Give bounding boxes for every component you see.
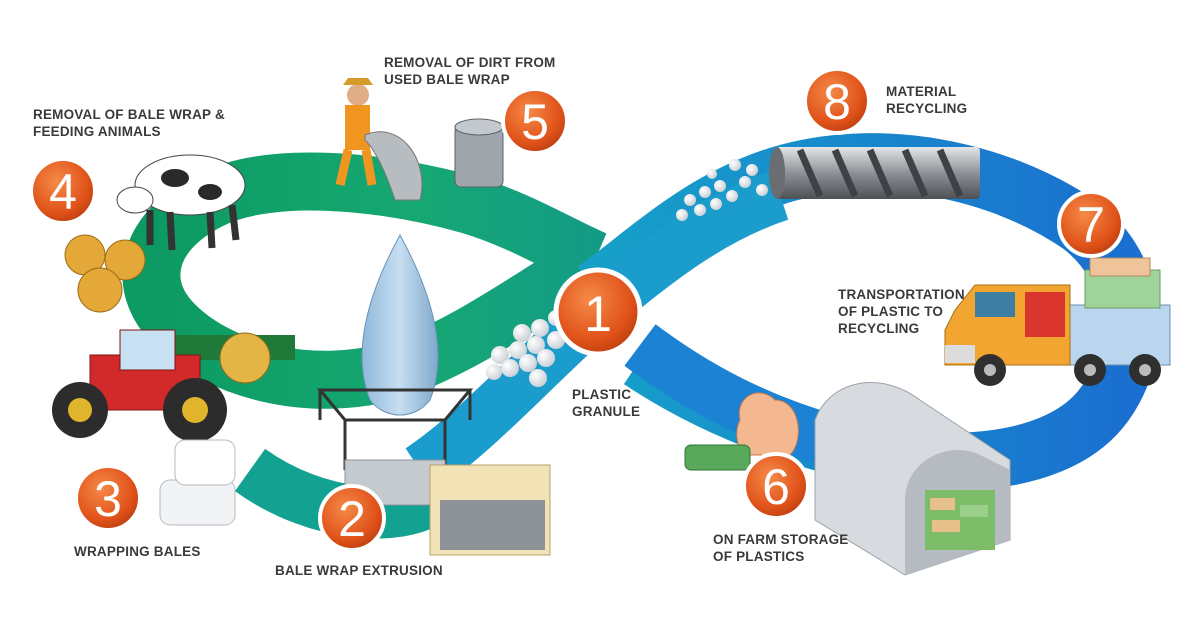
step-8-label-line-1: MATERIAL [886, 84, 957, 99]
step-1-label-line-2: GRANULE [572, 404, 641, 419]
step-3-label-line-1: WRAPPING BALES [74, 544, 201, 559]
step-5-label-line-1: REMOVAL OF DIRT FROM [384, 55, 556, 70]
step-3-badge: 3 [74, 464, 142, 532]
granules-icon [486, 310, 565, 387]
storage-shed-icon [684, 382, 1011, 576]
step-8-number: 8 [823, 74, 851, 130]
step-8-badge: 8 [803, 67, 871, 135]
step-6-badge: 6 [742, 452, 810, 520]
step-4-label: REMOVAL OF BALE WRAP & FEEDING ANIMALS [33, 106, 225, 140]
step-5-label: REMOVAL OF DIRT FROM USED BALE WRAP [384, 54, 556, 88]
step-5-number: 5 [521, 94, 549, 150]
extruder-screw-icon [769, 147, 980, 199]
step-1-label: PLASTIC GRANULE [572, 386, 640, 420]
step-2-label-line-1: BALE WRAP EXTRUSION [275, 563, 443, 578]
step-4-label-line-1: REMOVAL OF BALE WRAP & [33, 107, 225, 122]
step-3-number: 3 [94, 471, 122, 527]
step-4-label-line-2: FEEDING ANIMALS [33, 124, 161, 139]
step-7-number: 7 [1077, 197, 1105, 253]
step-1-number: 1 [584, 286, 612, 342]
truck-icon [944, 257, 1171, 386]
step-2-label: BALE WRAP EXTRUSION [275, 562, 443, 579]
step-7-label-line-3: RECYCLING [838, 321, 920, 336]
step-6-number: 6 [762, 459, 790, 515]
step-4-number: 4 [49, 164, 77, 220]
step-4-badge: 4 [29, 157, 97, 225]
step-8-label: MATERIAL RECYCLING [886, 83, 967, 117]
step-6-label-line-1: ON FARM STORAGE [713, 532, 849, 547]
step-5-label-line-2: USED BALE WRAP [384, 72, 510, 87]
step-7-label-line-1: TRANSPORTATION [838, 287, 965, 302]
step-6-label: ON FARM STORAGE OF PLASTICS [713, 531, 849, 565]
step-3-label: WRAPPING BALES [74, 543, 201, 560]
step-2-number: 2 [338, 491, 366, 547]
step-6-label-line-2: OF PLASTICS [713, 549, 805, 564]
tractor-icon [52, 329, 295, 526]
step-7-label-line-2: OF PLASTIC TO [838, 304, 944, 319]
step-1-label-line-1: PLASTIC [572, 387, 632, 402]
step-5-badge: 5 [501, 87, 569, 155]
step-7-badge: 7 [1057, 190, 1125, 258]
lower-right-return [624, 324, 838, 465]
cow-icon [64, 154, 246, 313]
farmer-icon [335, 78, 504, 201]
step-1-badge: 1 [553, 267, 643, 357]
step-7-label: TRANSPORTATION OF PLASTIC TO RECYCLING [838, 286, 965, 337]
step-2-badge: 2 [318, 484, 386, 552]
step-8-label-line-2: RECYCLING [886, 101, 968, 116]
recycling-granules-icon [676, 159, 768, 221]
